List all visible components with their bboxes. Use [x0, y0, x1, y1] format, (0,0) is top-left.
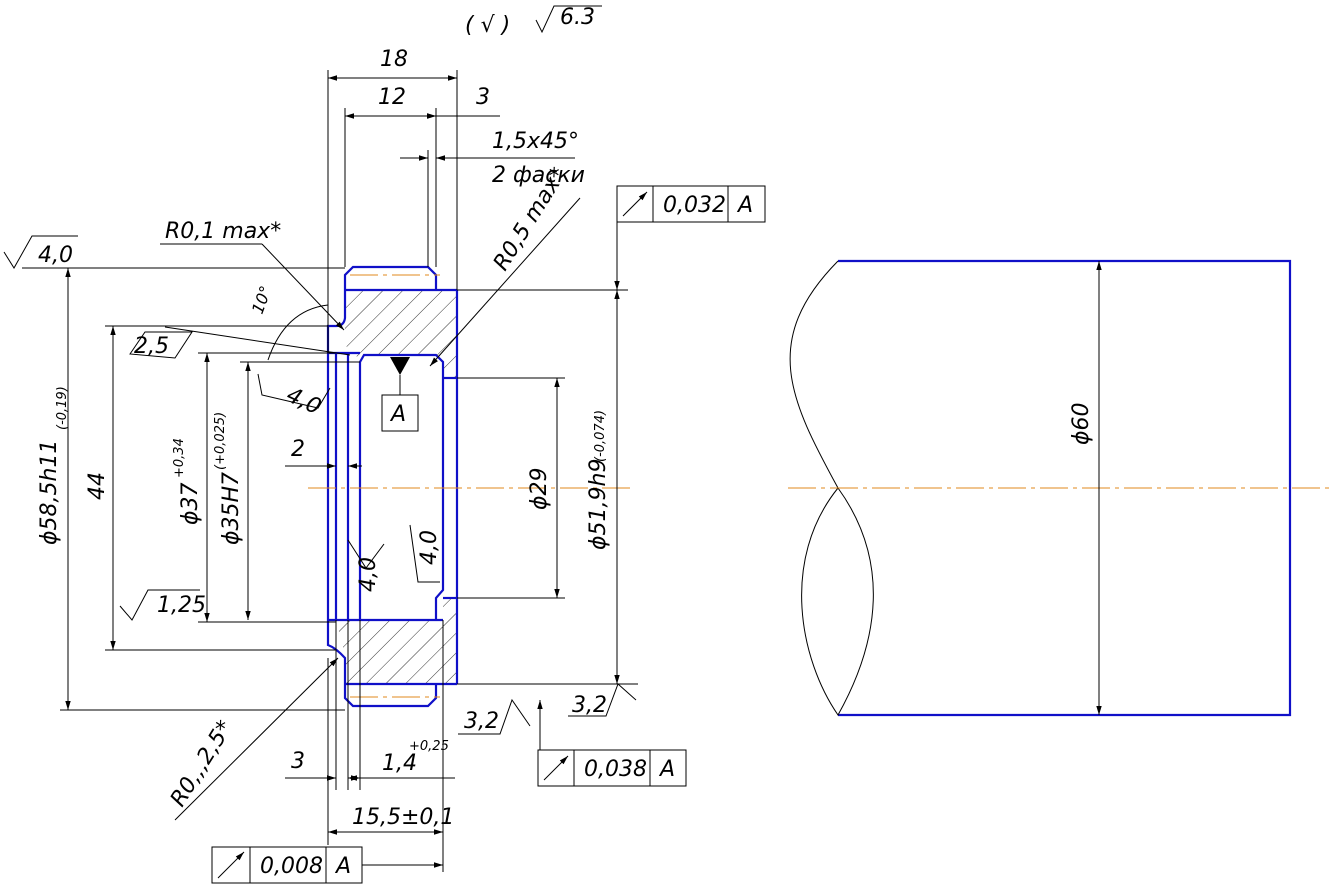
- tolerance-frame-2: 0,038 A: [537, 749, 687, 787]
- roughness-left-label: 4,0: [38, 243, 73, 268]
- dia-519-label: ϕ51,9h9: [586, 459, 611, 550]
- part-outline-section: [326, 265, 459, 708]
- chamfer-count-label: 2 фаски: [492, 163, 585, 188]
- dim-3-top-label: 3: [476, 85, 490, 110]
- dim-44-label: 44: [85, 472, 110, 500]
- dim-2-label: 2: [291, 437, 305, 462]
- dia-37-label: ϕ37: [178, 482, 203, 525]
- radius-25-label: R0,,,2,5*: [166, 716, 238, 811]
- roughness-value-63: 6.3: [560, 5, 595, 30]
- dia-585-label: ϕ58,5h11: [37, 440, 62, 545]
- angle-10-label: 10°: [248, 283, 276, 316]
- frame2-value: 0,038: [584, 757, 647, 782]
- dim-14-label: 1,4: [382, 751, 417, 776]
- roughness-25-label: 2,5: [134, 334, 169, 359]
- frame3-value: 0,008: [260, 854, 323, 879]
- chamfer-label: 1,5x45°: [492, 129, 579, 154]
- dia-585-tol: (-0,19): [55, 386, 70, 430]
- radius-01-label: R0,1 max*: [165, 219, 281, 244]
- datum-triangle: [390, 357, 410, 375]
- datum-box: [381, 394, 419, 432]
- dim-12-label: 12: [378, 85, 406, 110]
- section-hatching: [336, 290, 457, 684]
- section-labels: 18 12 3 1,5x45° 2 фаски R0,5 max* R0,1 m…: [37, 47, 611, 830]
- dim-3-bottom-label: 3: [291, 749, 305, 774]
- dia-29-label: ϕ29: [527, 467, 552, 510]
- roughness-symbols: [3, 235, 637, 735]
- frame2-datum: A: [658, 757, 675, 782]
- tolerance-frame-3: 0,008 A: [211, 846, 363, 884]
- roughness-32-bottom-label: 3,2: [464, 709, 499, 734]
- roughness-inner-label: 4,0: [282, 383, 324, 420]
- dim-155-label: 15,5±0,1: [352, 805, 454, 830]
- roughness-bore-a-label: 4,0: [356, 557, 381, 592]
- frame3-datum: A: [334, 854, 351, 879]
- frame1-value: 0,032: [663, 193, 726, 218]
- roughness-bore-b-label: 4,0: [417, 530, 442, 565]
- frame1-datum: A: [736, 193, 753, 218]
- blank-view: ϕ60: [788, 259, 1334, 717]
- tolerance-frame-1: 0,032 A: [616, 185, 766, 223]
- dim-18-label: 18: [380, 47, 408, 72]
- datum-label: A: [389, 402, 406, 427]
- dim-14-tol: +0,25: [409, 739, 449, 754]
- dia-35-tol: (+0,025): [213, 412, 228, 470]
- dia-37-tol: +0,34: [172, 438, 187, 478]
- roughness-32-right-label: 3,2: [572, 693, 607, 718]
- roughness-paren-text: ( √ ): [465, 13, 510, 38]
- dimension-lines: [22, 70, 638, 872]
- dia-519-tol: (-0,074): [593, 410, 608, 462]
- dia-35-label: ϕ35H7: [219, 472, 244, 545]
- roughness-125-label: 1,25: [157, 593, 206, 618]
- general-roughness-symbol: ( √ ) 6.3: [465, 5, 602, 38]
- dia-60-label: ϕ60: [1069, 402, 1094, 445]
